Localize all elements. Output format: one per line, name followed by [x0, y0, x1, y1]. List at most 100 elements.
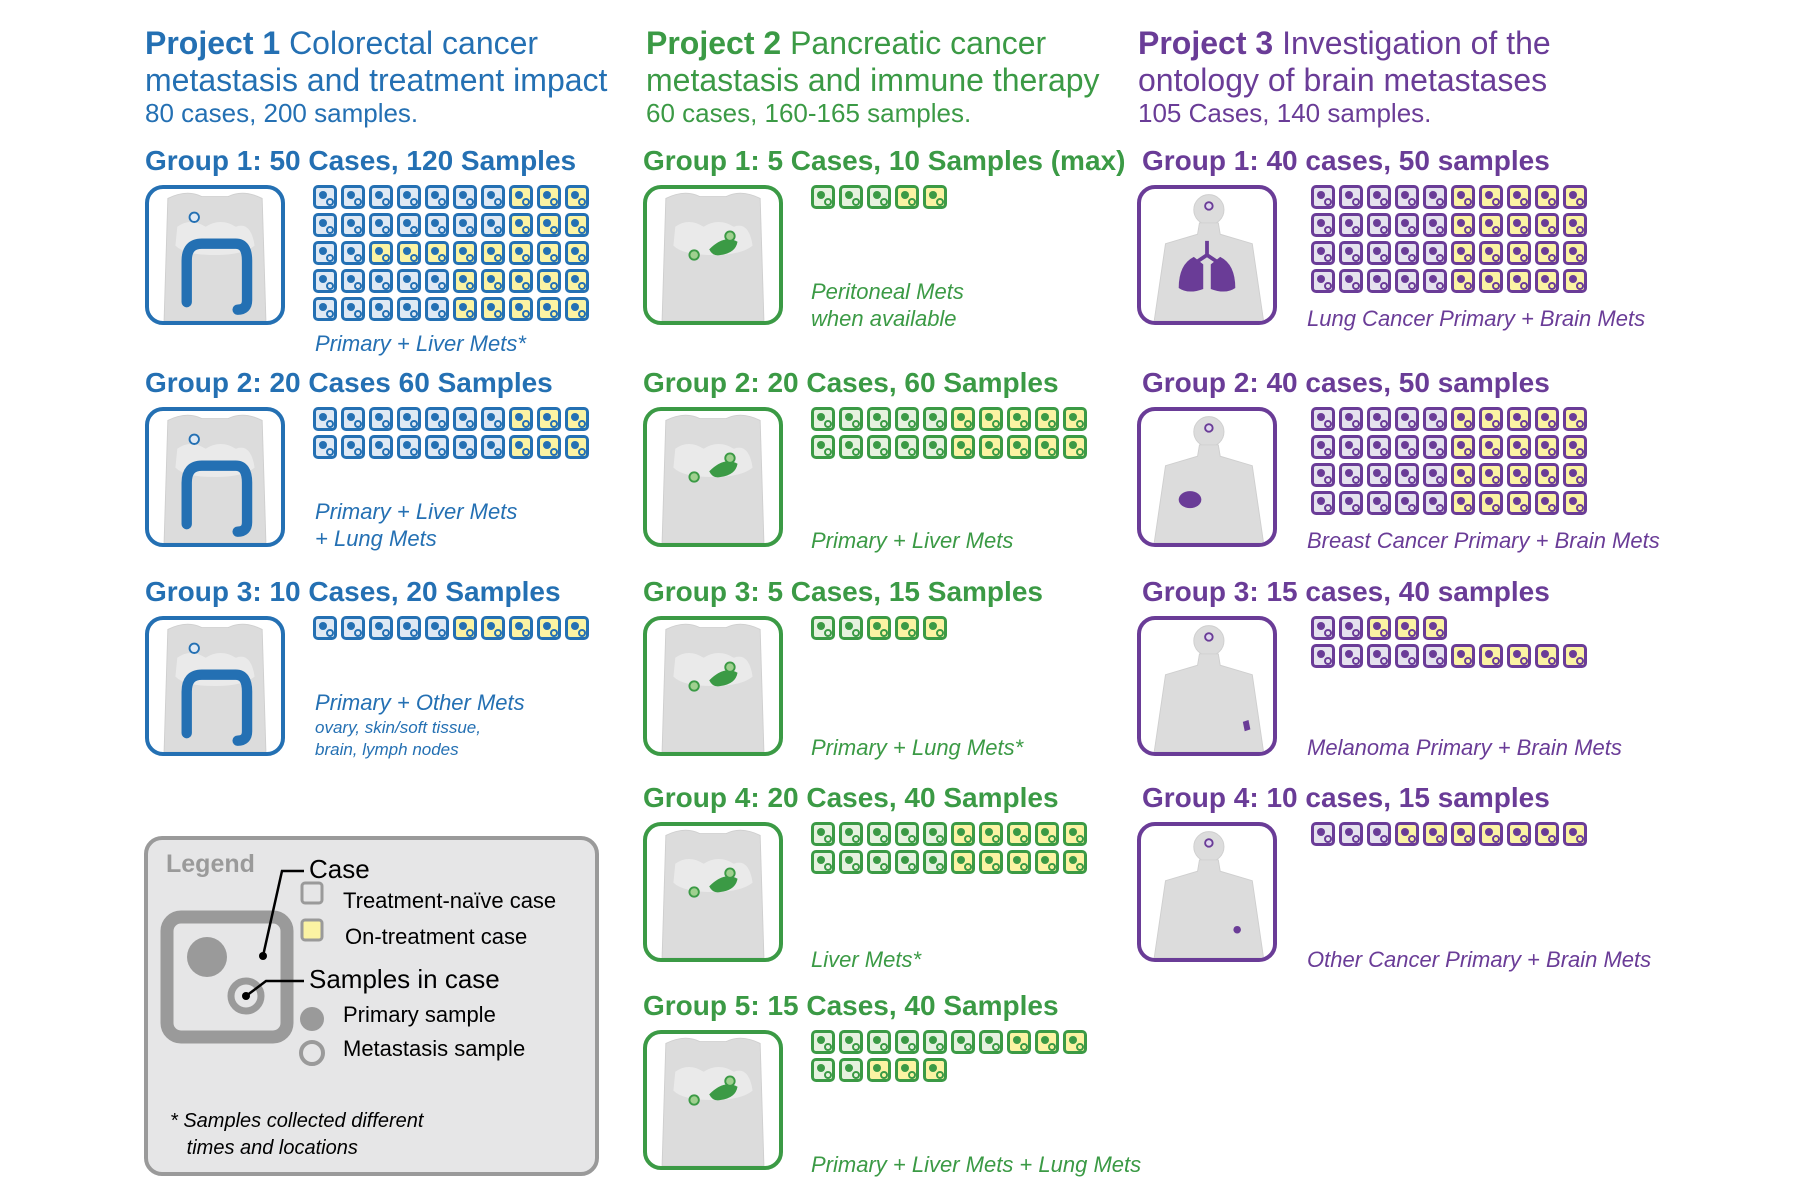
- treatment-naive-case: [839, 1030, 863, 1054]
- metastasis-sample-dot: [1492, 504, 1500, 512]
- primary-sample-dot: [347, 303, 355, 311]
- metastasis-sample-dot: [1520, 835, 1528, 843]
- primary-sample-dot: [1513, 828, 1521, 836]
- metastasis-sample-dot: [326, 629, 334, 637]
- on-treatment-case: [1535, 435, 1559, 459]
- primary-sample-dot: [459, 247, 467, 255]
- body-box: [1137, 185, 1277, 325]
- metastasis-sample-dot: [852, 1043, 860, 1051]
- metastasis-sample-dot: [1324, 254, 1332, 262]
- metastasis-sample-dot: [494, 198, 502, 206]
- treatment-naive-case: [369, 213, 393, 237]
- metastasis-sample-dot: [1352, 476, 1360, 484]
- treatment-naive-case: [811, 1058, 835, 1082]
- on-treatment-case: [895, 616, 919, 640]
- primary-sample-dot: [571, 191, 579, 199]
- primary-sample-dot: [375, 247, 383, 255]
- project-title-text: Colorectal cancer metastasis and treatme…: [145, 25, 608, 98]
- case-grid: [811, 822, 1087, 874]
- metastasis-sample-dot: [852, 835, 860, 843]
- metastasis-sample-dot: [908, 1071, 916, 1079]
- on-treatment-case: [1479, 644, 1503, 668]
- primary-sample-dot: [1429, 413, 1437, 421]
- case-row: [313, 435, 589, 459]
- primary-sample-dot: [487, 275, 495, 283]
- treatment-naive-case: [1395, 185, 1419, 209]
- legend-met-label: Metastasis sample: [343, 1036, 526, 1061]
- primary-sample-dot: [1069, 856, 1077, 864]
- metastasis-sample-dot: [438, 282, 446, 290]
- primary-sample-dot: [845, 441, 853, 449]
- primary-sample-dot: [1457, 247, 1465, 255]
- metastasis-sample-dot: [354, 254, 362, 262]
- metastasis-sample-dot: [1324, 629, 1332, 637]
- on-treatment-case: [397, 241, 421, 265]
- metastasis-sample-dot: [438, 420, 446, 428]
- case-row: [313, 616, 589, 640]
- treatment-naive-case: [867, 435, 891, 459]
- primary-sample-dot: [873, 622, 881, 630]
- metastasis-sample-dot: [410, 254, 418, 262]
- treatment-naive-case: [895, 822, 919, 846]
- metastasis-sample-dot: [438, 310, 446, 318]
- on-treatment-case: [1507, 269, 1531, 293]
- primary-sample-dot: [845, 1036, 853, 1044]
- metastasis-sample-dot: [1048, 448, 1056, 456]
- primary-sample-dot: [817, 413, 825, 421]
- on-treatment-case: [1063, 407, 1087, 431]
- primary-sample-dot: [515, 622, 523, 630]
- primary-sample-dot: [1041, 413, 1049, 421]
- group-caption: Primary + Liver Mets*: [315, 331, 526, 356]
- treatment-naive-case: [369, 297, 393, 321]
- primary-sample-dot: [1541, 441, 1549, 449]
- primary-sample-dot: [901, 1036, 909, 1044]
- on-treatment-case: [369, 241, 393, 265]
- metastasis-sample-dot: [1548, 420, 1556, 428]
- metastasis-sample-dot: [550, 448, 558, 456]
- treatment-naive-case: [397, 297, 421, 321]
- metastasis-sample-dot: [438, 226, 446, 234]
- legend-met-swatch: [299, 1040, 325, 1066]
- case-row: [811, 185, 947, 209]
- metastasis-sample-dot: [1324, 835, 1332, 843]
- metastasis-sample-dot: [908, 835, 916, 843]
- treatment-naive-case: [1423, 491, 1447, 515]
- treatment-naive-case: [1367, 241, 1391, 265]
- legend-ontreat-label: On-treatment case: [345, 924, 528, 949]
- primary-sample-dot: [1317, 247, 1325, 255]
- treatment-naive-case: [369, 407, 393, 431]
- metastasis-sample-dot: [354, 198, 362, 206]
- primary-sample-dot: [1317, 497, 1325, 505]
- primary-sample-dot: [817, 622, 825, 630]
- on-treatment-case: [1395, 822, 1419, 846]
- legend-primary-label: Primary sample: [343, 1002, 496, 1027]
- project-title-text: Investigation of the ontology of brain m…: [1138, 25, 1551, 98]
- primary-sample-dot: [1569, 441, 1577, 449]
- treatment-naive-case: [397, 616, 421, 640]
- metastasis-sample-dot: [438, 198, 446, 206]
- metastasis-sample-dot: [964, 835, 972, 843]
- metastasis-sample-dot: [1576, 282, 1584, 290]
- metastasis-sample-dot: [1380, 504, 1388, 512]
- metastasis-sample-dot: [1408, 282, 1416, 290]
- on-treatment-case: [1451, 241, 1475, 265]
- legend-ontreat-swatch: [300, 918, 324, 942]
- primary-sample-dot: [515, 441, 523, 449]
- on-treatment-case: [1035, 407, 1059, 431]
- primary-sample-dot: [347, 247, 355, 255]
- metastasis-sample-dot: [824, 198, 832, 206]
- metastasis-sample-dot: [1576, 448, 1584, 456]
- metastasis-sample-dot: [326, 448, 334, 456]
- on-treatment-case: [1507, 491, 1531, 515]
- primary-sample-dot: [487, 219, 495, 227]
- on-treatment-case: [565, 616, 589, 640]
- metastasis-sample-dot: [1548, 254, 1556, 262]
- group-title: Group 2: 20 Cases, 60 Samples: [643, 367, 1059, 398]
- treatment-naive-case: [1311, 491, 1335, 515]
- primary-sample-dot: [431, 247, 439, 255]
- metastasis-sample-dot: [1324, 226, 1332, 234]
- metastasis-sample-dot: [438, 254, 446, 262]
- treatment-naive-case: [1367, 185, 1391, 209]
- primary-sample-dot: [515, 303, 523, 311]
- on-treatment-case: [537, 616, 561, 640]
